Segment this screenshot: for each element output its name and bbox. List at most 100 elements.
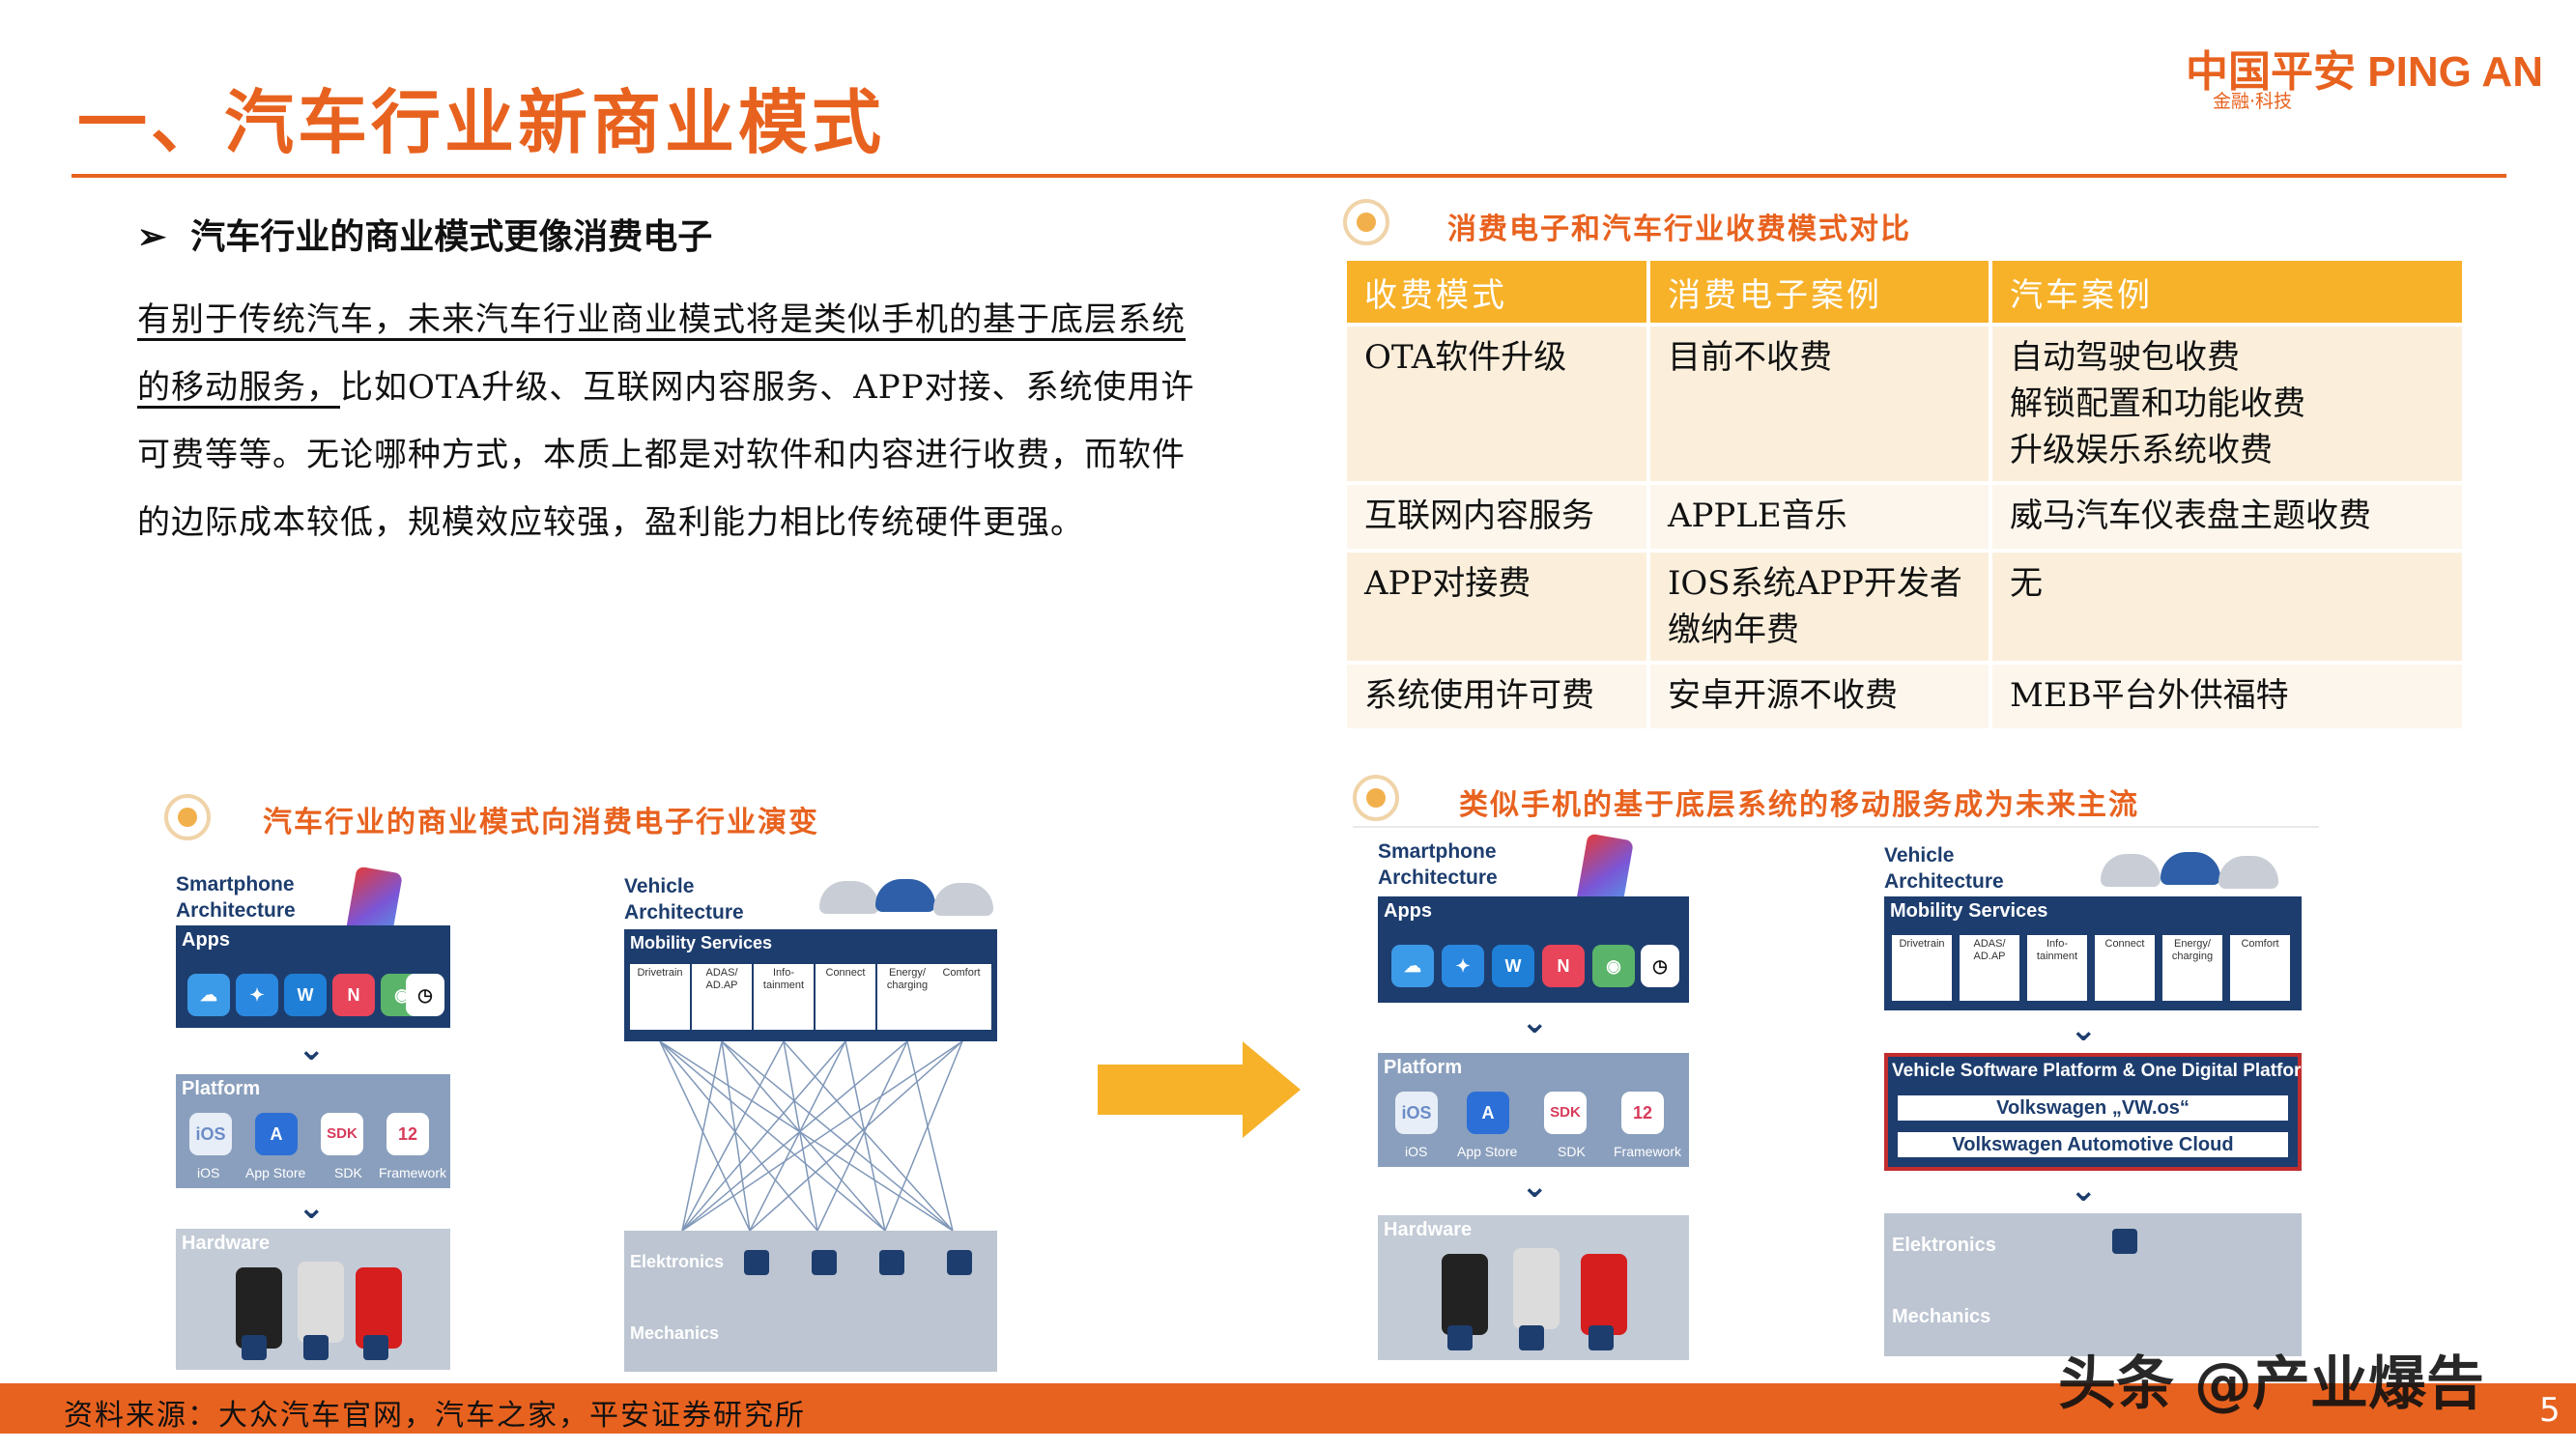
clock-icon: ◷ — [1641, 945, 1679, 987]
service-adas: ADAS/ AD.AP — [692, 964, 752, 1030]
footer-bar — [0, 1383, 2576, 1434]
chip-icon — [303, 1335, 329, 1360]
platform-caption: App Store — [245, 1165, 306, 1180]
phone-hardware-icon — [1513, 1248, 1560, 1329]
vehicle-hardware-box: Elektronics Mechanics — [624, 1231, 997, 1372]
table-cell: 威马汽车仪表盘主题收费 — [1992, 485, 2462, 549]
table-section-heading: 消费电子和汽车行业收费模式对比 — [1447, 213, 1911, 246]
table-cell: APP对接费 — [1347, 553, 1646, 661]
platform-caption: Framework — [1614, 1144, 1682, 1159]
service-adas: ADAS/ AD.AP — [1960, 935, 2019, 1001]
chip-icon — [812, 1250, 837, 1275]
service-infotainment: Info- tainment — [2027, 935, 2087, 1001]
logo-main-text: 中国平安 PING AN — [2186, 48, 2543, 96]
safari-icon: ✦ — [1442, 945, 1484, 987]
body-paragraph: 有别于传统汽车，未来汽车行业商业模式将是类似手机的基于底层系统的移动服务，比如O… — [137, 286, 1200, 556]
hardware-label: Hardware — [182, 1233, 271, 1254]
target-icon — [1343, 199, 1389, 245]
platform-caption: iOS — [1405, 1144, 1428, 1159]
ios-icon: iOS — [189, 1113, 232, 1155]
clock-icon: ◷ — [406, 974, 444, 1016]
phone-hardware-icon — [1581, 1254, 1627, 1335]
chip-icon — [242, 1335, 267, 1360]
comparison-table: 收费模式 消费电子案例 汽车案例 OTA软件升级 目前不收费 自动驾驶包收费 解… — [1343, 257, 2466, 732]
framework-icon: 12 — [1621, 1092, 1664, 1134]
watermark: 头条 @产业爆告 — [2058, 1350, 2484, 1418]
service-energy: Energy/ charging — [2162, 935, 2222, 1001]
smartphone-architecture-label: Smartphone Architecture — [176, 873, 296, 922]
chip-icon — [744, 1250, 769, 1275]
hardware-box: Hardware — [1378, 1215, 1689, 1360]
platform-caption: Framework — [379, 1165, 447, 1180]
apps-label: Apps — [182, 929, 230, 951]
smartphone-architecture-label: Smartphone Architecture — [1378, 840, 1498, 889]
apps-label: Apps — [1384, 900, 1432, 922]
chip-icon — [947, 1250, 972, 1275]
chip-icon — [2112, 1229, 2137, 1254]
service-comfort: Comfort — [931, 964, 991, 1030]
sdk-icon: SDK — [1544, 1092, 1587, 1134]
service-connect: Connect — [816, 964, 875, 1030]
platform-caption: SDK — [1558, 1144, 1586, 1159]
ios-icon: iOS — [1395, 1092, 1438, 1134]
vw-software-platform-box: Vehicle Software Platform & One Digital … — [1884, 1053, 2317, 1171]
logo-sub-text: 金融·科技 — [2212, 91, 2292, 112]
app-store-icon: A — [1467, 1092, 1509, 1134]
pingan-logo: 中国平安 PING AN 金融·科技 — [2128, 37, 2543, 114]
phone-hardware-icon — [1442, 1254, 1488, 1335]
right-figure-heading: 类似手机的基于底层系统的移动服务成为未来主流 — [1459, 788, 2139, 822]
hardware-box: Hardware — [176, 1229, 450, 1370]
weather-icon: ☁ — [1391, 945, 1434, 987]
wechat-icon: W — [1492, 945, 1534, 987]
table-header-cell: 收费模式 — [1347, 261, 1646, 323]
chevron-down-icon: ⌄ — [2070, 1171, 2098, 1209]
car-icon — [2101, 854, 2161, 887]
car-icon — [819, 881, 879, 914]
mobility-services-box: Mobility Services Drivetrain ADAS/ AD.AP… — [624, 929, 997, 1041]
mobility-services-box: Mobility Services Drivetrain ADAS/ AD.AP… — [1884, 896, 2302, 1010]
service-comfort: Comfort — [2230, 935, 2290, 1001]
apps-box: Apps ☁ ✦ W N ◉ ◷ — [176, 925, 450, 1028]
app-store-icon: A — [255, 1113, 298, 1155]
title-divider — [72, 174, 2506, 178]
left-figure-heading: 汽车行业的商业模式向消费电子行业演变 — [263, 806, 819, 839]
table-header-cell: 消费电子案例 — [1650, 261, 1989, 323]
hardware-label: Hardware — [1384, 1219, 1473, 1240]
safari-icon: ✦ — [236, 974, 278, 1016]
chip-icon — [879, 1250, 904, 1275]
table-header-row: 收费模式 消费电子案例 汽车案例 — [1347, 261, 2462, 323]
elektronics-label: Elektronics — [1892, 1235, 1996, 1256]
bullet-heading: ➢ 汽车行业的商业模式更像消费电子 — [137, 209, 712, 259]
table-row: 互联网内容服务 APPLE音乐 威马汽车仪表盘主题收费 — [1347, 485, 2462, 549]
platform-caption: iOS — [197, 1165, 220, 1180]
left-architecture-diagram: Smartphone Architecture Apps ☁ ✦ W N ◉ ◷… — [170, 860, 1020, 1372]
chevron-down-icon: ⌄ — [298, 1188, 326, 1227]
news-icon: N — [332, 974, 375, 1016]
chevron-down-icon: ⌄ — [298, 1030, 326, 1068]
car-icon — [875, 879, 935, 912]
platform-box: Platform iOS A SDK 12 iOS App Store SDK … — [1378, 1053, 1689, 1167]
target-icon — [1353, 775, 1399, 821]
car-icon — [933, 883, 993, 916]
apps-box: Apps ☁ ✦ W N ◉ ◷ — [1378, 896, 1689, 1003]
table-cell: 安卓开源不收费 — [1650, 665, 1989, 728]
mobility-services-label: Mobility Services — [630, 933, 773, 952]
page-number: 5 — [2539, 1391, 2561, 1430]
chevron-down-icon: ⌄ — [1521, 1167, 1549, 1206]
framework-icon: 12 — [386, 1113, 429, 1155]
page-title: 一、汽车行业新商业模式 — [77, 81, 886, 163]
transition-arrow-icon — [1098, 1041, 1301, 1138]
vw-cloud-label: Volkswagen Automotive Cloud — [1898, 1132, 2288, 1157]
service-drivetrain: Drivetrain — [1892, 935, 1952, 1001]
chip-icon — [1589, 1325, 1614, 1350]
vw-os-label: Volkswagen „VW.os“ — [1898, 1095, 2288, 1121]
table-row: OTA软件升级 目前不收费 自动驾驶包收费 解锁配置和功能收费 升级娱乐系统收费 — [1347, 327, 2462, 481]
platform-caption: App Store — [1457, 1144, 1518, 1159]
table-cell: 目前不收费 — [1650, 327, 1989, 481]
maps-icon: ◉ — [1592, 945, 1635, 987]
chip-icon — [1519, 1325, 1544, 1350]
table-cell: 自动驾驶包收费 解锁配置和功能收费 升级娱乐系统收费 — [1992, 327, 2462, 481]
news-icon: N — [1542, 945, 1585, 987]
table-cell: 系统使用许可费 — [1347, 665, 1646, 728]
connection-mesh — [659, 1041, 963, 1231]
